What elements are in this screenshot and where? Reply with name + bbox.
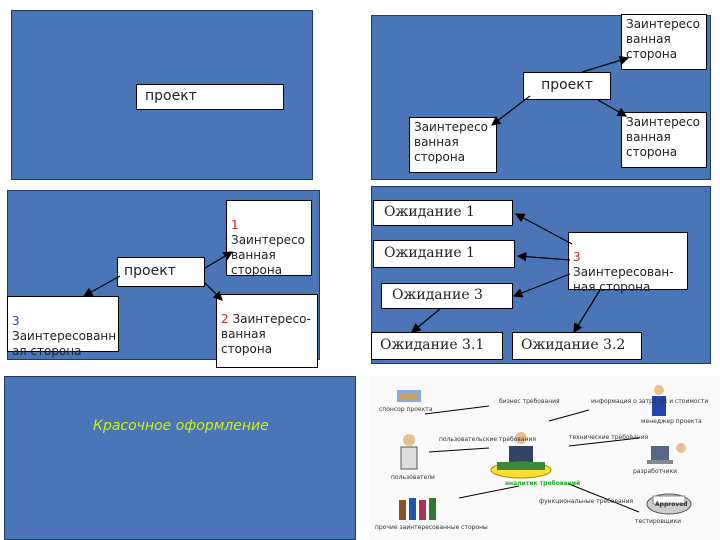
decoration-caption: Красочное оформление	[93, 418, 269, 434]
users-icon	[400, 434, 418, 470]
stakeholders-group-icon	[399, 498, 436, 520]
expectation-3-2: Ожидание 3.2	[512, 332, 642, 360]
label-testers: тестировщики	[635, 518, 681, 525]
label-other-stakeholders: прочие заинтересованные стороны	[375, 524, 488, 531]
stakeholder-3-text: Заинтересованн ая сторона	[12, 329, 117, 358]
clipart-lines	[397, 385, 692, 520]
label-approved-stamp: Approved	[655, 501, 688, 508]
expectation-3: Ожидание 3	[381, 283, 513, 309]
stakeholder-left-2: Заинтересо ванная сторона	[409, 117, 497, 173]
expectation-1b: Ожидание 1	[373, 240, 515, 268]
stakeholder-2-number: 2	[221, 312, 229, 326]
stakeholder-3-right-number: 3	[573, 250, 581, 264]
sponsor-icon	[397, 390, 421, 402]
label-users: пользователи	[391, 474, 435, 481]
stakeholder-3-number: 3	[12, 314, 20, 328]
stakeholder-3-right-text: Заинтересован- ная сторона	[573, 265, 674, 294]
stakeholder-1-text: Заинтересо ванная сторона	[231, 233, 306, 277]
label-functional-req: функциональные требования	[539, 498, 634, 505]
project-box-1: проект	[136, 84, 284, 110]
label-manager: менеджер проекта	[641, 418, 702, 425]
stakeholder-top: Заинтересо ванная сторона	[621, 14, 707, 70]
manager-icon	[652, 385, 666, 416]
label-tech-req: технические требования	[569, 434, 649, 441]
label-developers: разработчики	[633, 468, 677, 475]
analyst-icon	[490, 432, 552, 479]
stakeholder-right-2: Заинтересо ванная сторона	[621, 112, 707, 168]
stakeholder-2: 2 Заинтересо- ванная сторона	[216, 294, 318, 368]
label-user-req: пользовательские требования	[439, 436, 537, 443]
developers-icon	[647, 443, 686, 464]
testers-icon	[646, 493, 692, 515]
expectation-3-1: Ожидание 3.1	[371, 332, 503, 360]
label-analyst: аналитик требований	[505, 480, 581, 487]
project-box-2: проект	[523, 72, 611, 100]
stakeholder-2-text: Заинтересо- ванная сторона	[221, 312, 311, 356]
clipart-diagram: спонсор проекта бизнес требования информ…	[369, 376, 720, 540]
project-box-3: проект	[117, 257, 205, 287]
panel-5	[4, 376, 356, 540]
stakeholder-1-number: 1	[231, 218, 239, 232]
label-costs: информация о затратах и стоимости	[591, 398, 709, 405]
label-business-req: бизнес требования	[499, 398, 560, 405]
expectation-1a: Ожидание 1	[373, 200, 513, 226]
label-sponsor: спонсор проекта	[379, 406, 433, 413]
